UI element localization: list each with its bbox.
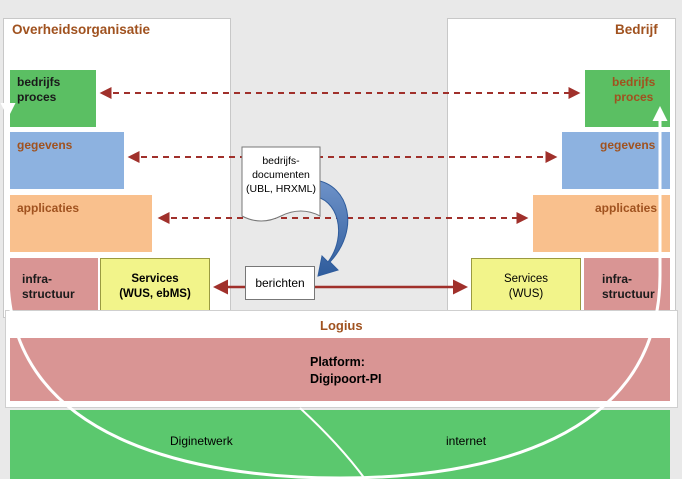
left-services-box: Services (WUS, ebMS) xyxy=(100,258,210,315)
left-services-label: Services (WUS, ebMS) xyxy=(119,272,191,300)
right-infra-block xyxy=(584,258,670,315)
messages-label: berichten xyxy=(255,276,305,290)
flow-arc xyxy=(0,103,668,479)
left-infra-label: infra- structuur xyxy=(22,272,75,301)
platform-block xyxy=(10,338,670,401)
network-cross-line xyxy=(299,407,366,479)
document-shape xyxy=(241,146,321,222)
left-apps-label: applicaties xyxy=(17,201,80,215)
company-title: Bedrijf xyxy=(615,22,658,37)
right-process-label: bedrijfs proces xyxy=(612,75,656,104)
platform-label: Platform: Digipoort-PI xyxy=(310,355,382,386)
right-apps-label: applicaties xyxy=(595,201,658,215)
diginetwerk-label: Diginetwerk xyxy=(170,434,233,448)
left-infra-block xyxy=(10,258,98,315)
logius-title: Logius xyxy=(320,318,363,333)
right-apps-block xyxy=(533,195,670,252)
document-label: bedrijfs- documenten (UBL, HRXML) xyxy=(245,155,316,195)
right-infra-label: infra- structuur xyxy=(602,272,655,301)
right-services-label: Services (WUS) xyxy=(503,272,549,300)
government-title: Overheidsorganisatie xyxy=(12,22,151,37)
messages-box: berichten xyxy=(245,266,315,300)
left-apps-block xyxy=(10,195,152,252)
left-data-label: gegevens xyxy=(17,138,73,152)
right-data-block xyxy=(562,132,670,189)
left-process-label: bedrijfs proces xyxy=(17,75,61,104)
left-data-block xyxy=(10,132,124,189)
transform-arrow xyxy=(311,179,349,277)
right-services-box: Services (WUS) xyxy=(471,258,581,315)
right-data-label: gegevens xyxy=(600,138,656,152)
network-band xyxy=(10,410,670,479)
internet-label: internet xyxy=(446,434,487,448)
